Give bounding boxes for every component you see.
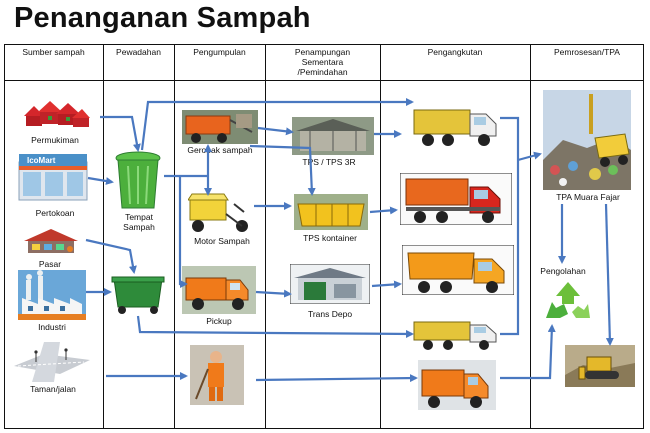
arrow-pasar-to-container	[85, 238, 137, 274]
label-taman-jalan: Taman/jalan	[30, 384, 76, 394]
arrow-sweeper-to-truck	[255, 374, 418, 383]
column-divider-3	[265, 44, 266, 429]
trans-depo-image	[290, 264, 370, 304]
label-tps-3r: TPS / TPS 3R	[302, 157, 356, 167]
tpa-muara-fajar-image	[543, 90, 631, 190]
arrow-container-to-truck	[136, 315, 414, 338]
label-pengolahan: Pengolahan	[540, 266, 586, 276]
pertokoan-store-image: IcoMart	[18, 154, 88, 201]
industri-factory-image	[18, 270, 86, 320]
header-divider	[4, 80, 644, 81]
label-tempat-sampah: Tempat Sampah	[123, 212, 155, 232]
street-sweeper-image	[190, 345, 244, 405]
pickup-truck-image	[182, 266, 256, 314]
motor-sampah-image	[188, 193, 248, 232]
recycling-icon	[546, 282, 590, 318]
header-penampungan: Penampungan Sementara /Pemindahan	[294, 47, 351, 77]
arrow-transdepo-to-truck	[371, 280, 402, 289]
page-title: Penanganan Sampah	[14, 2, 311, 34]
arm-roll-truck-image	[400, 173, 512, 225]
label-pickup: Pickup	[206, 316, 232, 326]
label-tps-kontainer: TPS kontainer	[303, 233, 357, 243]
column-divider-1	[103, 44, 104, 429]
dump-truck-yellow-2-image	[413, 321, 497, 350]
arrow-trucks-to-tpa	[517, 151, 542, 162]
table-frame	[4, 44, 644, 429]
dump-truck-orange-image	[402, 245, 514, 295]
arrow-to-pickup	[178, 176, 188, 288]
label-industri: Industri	[38, 322, 66, 332]
column-divider-4	[380, 44, 381, 429]
arrow-pertokoan-to-bin	[87, 176, 114, 185]
header-sumber-sampah: Sumber sampah	[22, 47, 85, 57]
taman-road-image	[14, 342, 90, 382]
header-pewadahan: Pewadahan	[116, 47, 161, 57]
label-gerobak-sampah: Gerobak sampah	[187, 145, 253, 155]
arrow-pickup-to-transdepo	[255, 289, 292, 298]
container-bin-image	[111, 276, 165, 314]
gerobak-sampah-image	[182, 110, 258, 144]
arrow-permukiman-to-truck	[140, 98, 414, 151]
permukiman-houses-image	[24, 101, 90, 127]
arrow-smalltruck-to-pengolahan	[500, 324, 556, 380]
arrow-permukiman-to-bin	[100, 115, 141, 152]
label-pasar: Pasar	[38, 259, 62, 269]
arrow-gerobak-to-kontainer	[249, 144, 316, 196]
arrow-trucks-to-tpa-top	[500, 116, 520, 336]
column-divider-2	[174, 44, 175, 429]
tps-kontainer-image	[294, 194, 368, 230]
header-pengumpulan: Pengumpulan	[193, 47, 246, 57]
bulldozer-image	[565, 345, 635, 387]
store-sign-text: IcoMart	[27, 156, 56, 165]
pasar-market-image	[24, 229, 78, 253]
column-divider-5	[530, 44, 531, 429]
arrow-kontainer-to-truck	[369, 206, 398, 215]
label-trans-depo: Trans Depo	[307, 309, 353, 319]
dump-truck-yellow-1-image	[413, 109, 497, 146]
label-permukiman: Permukiman	[31, 135, 79, 145]
label-tpa-muara-fajar: TPA Muara Fajar	[556, 192, 620, 202]
header-pengangkutan: Pengangkutan	[427, 47, 483, 57]
tempat-sampah-bin-image	[115, 151, 161, 209]
label-motor-sampah: Motor Sampah	[194, 236, 250, 246]
small-truck-orange-image	[418, 360, 496, 410]
header-pemrosesan-tpa: Pemrosesan/TPA	[554, 47, 620, 57]
label-pertokoan: Pertokoan	[35, 208, 75, 218]
arrow-gerobak-to-tps3r	[257, 126, 294, 136]
arrow-tpa-to-bulldozer	[604, 203, 614, 346]
